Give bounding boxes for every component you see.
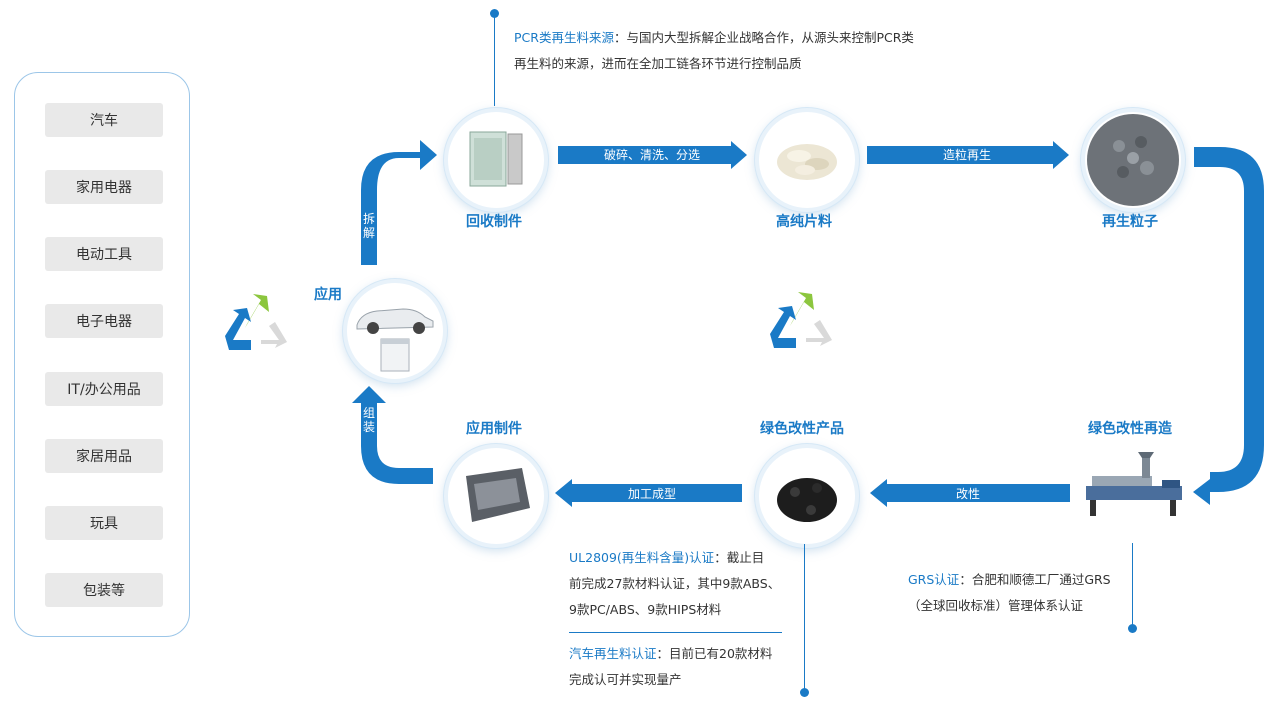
node-label-green-remake: 绿色改性再造 bbox=[1088, 421, 1172, 437]
arrow-right-loop bbox=[1193, 147, 1264, 505]
note-ul-line3: 9款PC/ABS、9款HIPS材料 bbox=[569, 602, 722, 617]
arrow-disassemble bbox=[361, 140, 437, 265]
note-grs: GRS认证：合肥和顺德工厂通过GRS （全球回收标准）管理体系认证 bbox=[908, 567, 1128, 619]
arrow-pelletize bbox=[867, 141, 1069, 169]
app-item-toys: 玩具 bbox=[45, 506, 163, 540]
note-pcr-line1: ：与国内大型拆解企业战略合作，从源头来控制PCR类 bbox=[613, 30, 914, 45]
note-auto: 汽车再生料认证：目前已有20款材料 完成认可并实现量产 bbox=[569, 641, 789, 693]
connector-line bbox=[494, 14, 495, 106]
app-item-appliances: 家用电器 bbox=[45, 170, 163, 204]
arrow-crush bbox=[558, 141, 747, 169]
car-washer-image bbox=[356, 308, 434, 372]
node-label-flakes: 高纯片料 bbox=[776, 214, 832, 230]
arrow-text-assemble: 组装 bbox=[362, 406, 375, 434]
node-label-green-products: 绿色改性产品 bbox=[760, 421, 844, 437]
node-label-recycle-parts: 回收制件 bbox=[466, 214, 522, 230]
app-item-it-office: IT/办公用品 bbox=[45, 372, 163, 406]
arrow-text-modify: 改性 bbox=[956, 487, 980, 501]
app-item-electronics: 电子电器 bbox=[45, 304, 163, 338]
flakes-image bbox=[755, 108, 859, 212]
extruder-machine-image bbox=[1082, 450, 1192, 522]
note-ul-title: UL2809(再生料含量)认证 bbox=[569, 550, 715, 565]
app-item-home: 家居用品 bbox=[45, 439, 163, 473]
note-ul-line2: 前完成27款材料认证，其中9款ABS、 bbox=[569, 576, 781, 591]
app-item-power-tools: 电动工具 bbox=[45, 237, 163, 271]
recycle-parts-image bbox=[444, 108, 548, 212]
connector-line bbox=[1132, 543, 1133, 625]
recycle-icon bbox=[770, 292, 832, 348]
connector-dot bbox=[800, 688, 809, 697]
arrow-text-process: 加工成型 bbox=[628, 487, 676, 501]
green-products-image bbox=[755, 444, 859, 548]
arrow-text-disassemble: 拆解 bbox=[362, 212, 375, 240]
pellets-image bbox=[1081, 108, 1185, 212]
note-ul-line1: ：截止目 bbox=[714, 550, 765, 565]
connector-line bbox=[804, 544, 805, 689]
application-image bbox=[343, 279, 447, 383]
arrow-process bbox=[555, 479, 742, 507]
app-item-auto: 汽车 bbox=[45, 103, 163, 137]
arrow-text-crush: 破碎、清洗、分选 bbox=[604, 147, 700, 162]
note-grs-title: GRS认证 bbox=[908, 572, 960, 587]
arrow-text-pelletize: 造粒再生 bbox=[943, 147, 991, 162]
node-label-pellets: 再生粒子 bbox=[1102, 214, 1158, 230]
note-pcr-title: PCR类再生料来源 bbox=[514, 30, 614, 45]
divider bbox=[569, 632, 782, 633]
connector-dot bbox=[1128, 624, 1137, 633]
note-pcr-line2: 再生料的来源，进而在全加工链各环节进行控制品质 bbox=[514, 56, 802, 71]
note-pcr: PCR类再生料来源：与国内大型拆解企业战略合作，从源头来控制PCR类 再生料的来… bbox=[514, 25, 954, 77]
application-panel: 汽车 家用电器 电动工具 电子电器 IT/办公用品 家居用品 玩具 包装等 bbox=[14, 72, 190, 637]
recycle-icon bbox=[225, 294, 287, 350]
note-ul2809: UL2809(再生料含量)认证：截止目 前完成27款材料认证，其中9款ABS、 … bbox=[569, 545, 789, 623]
note-grs-line2: （全球回收标准）管理体系认证 bbox=[908, 598, 1084, 613]
arrow-assemble bbox=[352, 386, 433, 484]
note-auto-line2: 完成认可并实现量产 bbox=[569, 672, 682, 687]
connector-dot bbox=[490, 9, 499, 18]
arrow-modify bbox=[870, 479, 1070, 507]
note-auto-title: 汽车再生料认证 bbox=[569, 646, 657, 661]
node-label-app-parts: 应用制件 bbox=[466, 421, 522, 437]
app-parts-image bbox=[444, 444, 548, 548]
node-label-application: 应用 bbox=[314, 287, 342, 303]
app-item-packaging: 包装等 bbox=[45, 573, 163, 607]
note-grs-line1: ：合肥和顺德工厂通过GRS bbox=[959, 572, 1111, 587]
note-auto-line1: ：目前已有20款材料 bbox=[656, 646, 773, 661]
